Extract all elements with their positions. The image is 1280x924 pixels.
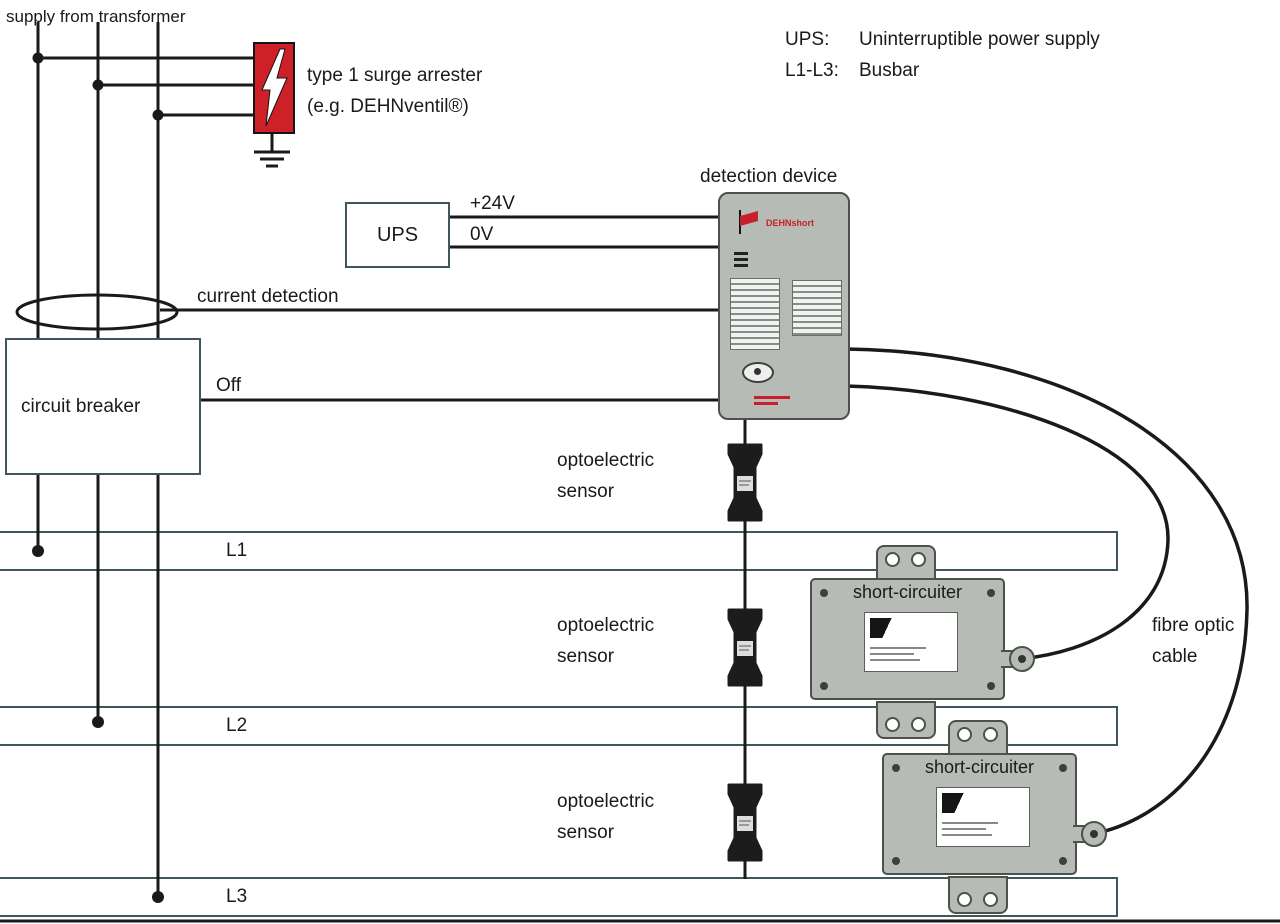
bolt-hole-icon: [983, 892, 998, 907]
short-circuiter-label: short-circuiter: [924, 757, 1035, 777]
short-circuiter-2: short-circuiter: [882, 720, 1109, 914]
nameplate-textline: [870, 653, 914, 655]
nameplate: [936, 787, 1030, 847]
nameplate-textline: [870, 647, 926, 649]
nameplate-textline: [942, 828, 986, 830]
lightning-bolt-icon: [261, 48, 288, 127]
ground-symbol-icon: [254, 132, 290, 168]
screw-icon: [987, 589, 995, 597]
nameplate: [864, 612, 958, 672]
terminal-strip-left: [730, 278, 780, 350]
dip-switch-icon: [734, 252, 748, 270]
bolt-hole-icon: [885, 717, 900, 732]
screw-icon: [1059, 764, 1067, 772]
wire-label-0v: 0V: [470, 224, 494, 245]
device-brand-text: DEHNshort: [766, 218, 815, 228]
bolt-hole-icon: [957, 892, 972, 907]
busbar-l1-label: L1: [226, 540, 248, 561]
nameplate-graphic: [870, 618, 900, 638]
wire-label-24v: +24V: [470, 193, 515, 214]
surge-arrester-label-line2: (e.g. DEHNventil®): [307, 96, 469, 117]
optoelectric-sensor-3: [727, 783, 763, 862]
optoelectric-sensor-2: [727, 608, 763, 687]
surge-arrester-label-line1: type 1 surge arrester: [307, 65, 483, 86]
legend-busbar-value: Busbar: [859, 60, 920, 81]
nameplate-textline: [942, 822, 998, 824]
surge-arrester-label: type 1 surge arrester (e.g. DEHNventil®): [307, 60, 482, 122]
surge-arrester: [253, 42, 295, 134]
fibre-optic-cables: [844, 347, 1249, 836]
circuit-breaker-label: circuit breaker: [21, 395, 141, 417]
short-circuiter-1: short-circuiter: [810, 545, 1037, 739]
sensor-label-2: optoelectric sensor: [557, 615, 655, 667]
legend-ups-value: Uninterruptible power supply: [859, 29, 1100, 50]
busbar-l3: L3: [0, 877, 1118, 917]
screw-icon: [820, 682, 828, 690]
legend-row-ups: UPS: Uninterruptible power supply: [785, 24, 1100, 55]
nameplate-textline: [870, 659, 920, 661]
current-transformer-icon: [15, 293, 179, 331]
junction-dots: [32, 52, 164, 903]
legend: UPS: Uninterruptible power supply L1-L3: B…: [785, 24, 1100, 86]
circuit-breaker-box: circuit breaker: [5, 338, 201, 475]
busbar-l2-label: L2: [226, 715, 248, 736]
sensor-label-1: optoelectric sensor: [557, 450, 655, 502]
bolt-hole-icon: [911, 552, 926, 567]
mounting-tab-bottom: [948, 876, 1008, 914]
nameplate-textline: [942, 834, 992, 836]
bolt-hole-icon: [957, 727, 972, 742]
fibre-cable-lug: [1073, 820, 1109, 848]
fibre-optic-cable-label: fibre optic cable: [1152, 615, 1235, 667]
detection-device: DEHNshort: [718, 192, 850, 420]
sensor-label-3: optoelectric sensor: [557, 791, 655, 843]
device-red-marking: [754, 396, 790, 399]
busbar-l3-label: L3: [226, 886, 248, 907]
detection-device-label: detection device: [700, 166, 838, 187]
dehn-logo-icon: [739, 210, 758, 234]
lug-ring: [1081, 821, 1107, 847]
legend-row-busbar: L1-L3: Busbar: [785, 55, 1100, 86]
screw-icon: [820, 589, 828, 597]
wire-label-off: Off: [216, 375, 241, 396]
ups-box: UPS: [345, 202, 450, 268]
ups-box-label: UPS: [376, 223, 419, 246]
legend-ups-key: UPS:: [785, 29, 830, 50]
bolt-hole-icon: [983, 727, 998, 742]
legend-busbar-key: L1-L3:: [785, 60, 839, 81]
lug-ring: [1009, 646, 1035, 672]
wire-label-current-detection: current detection: [197, 286, 339, 307]
bolt-hole-icon: [911, 717, 926, 732]
short-circuiter-body: short-circuiter: [882, 753, 1077, 875]
terminal-strip-right: [792, 280, 842, 336]
short-circuiter-label: short-circuiter: [852, 582, 963, 602]
fibre-cable-lug: [1001, 645, 1037, 673]
mounting-tab-bottom: [876, 701, 936, 739]
supply-label: supply from transformer: [6, 7, 186, 26]
nameplate-graphic: [942, 793, 972, 813]
screw-icon: [1059, 857, 1067, 865]
indicator-oval-icon: [742, 362, 774, 383]
optoelectric-sensor-1: [727, 443, 763, 522]
screw-icon: [892, 764, 900, 772]
short-circuiter-body: short-circuiter: [810, 578, 1005, 700]
bolt-hole-icon: [885, 552, 900, 567]
screw-icon: [987, 682, 995, 690]
device-red-marking: [754, 402, 778, 405]
screw-icon: [892, 857, 900, 865]
